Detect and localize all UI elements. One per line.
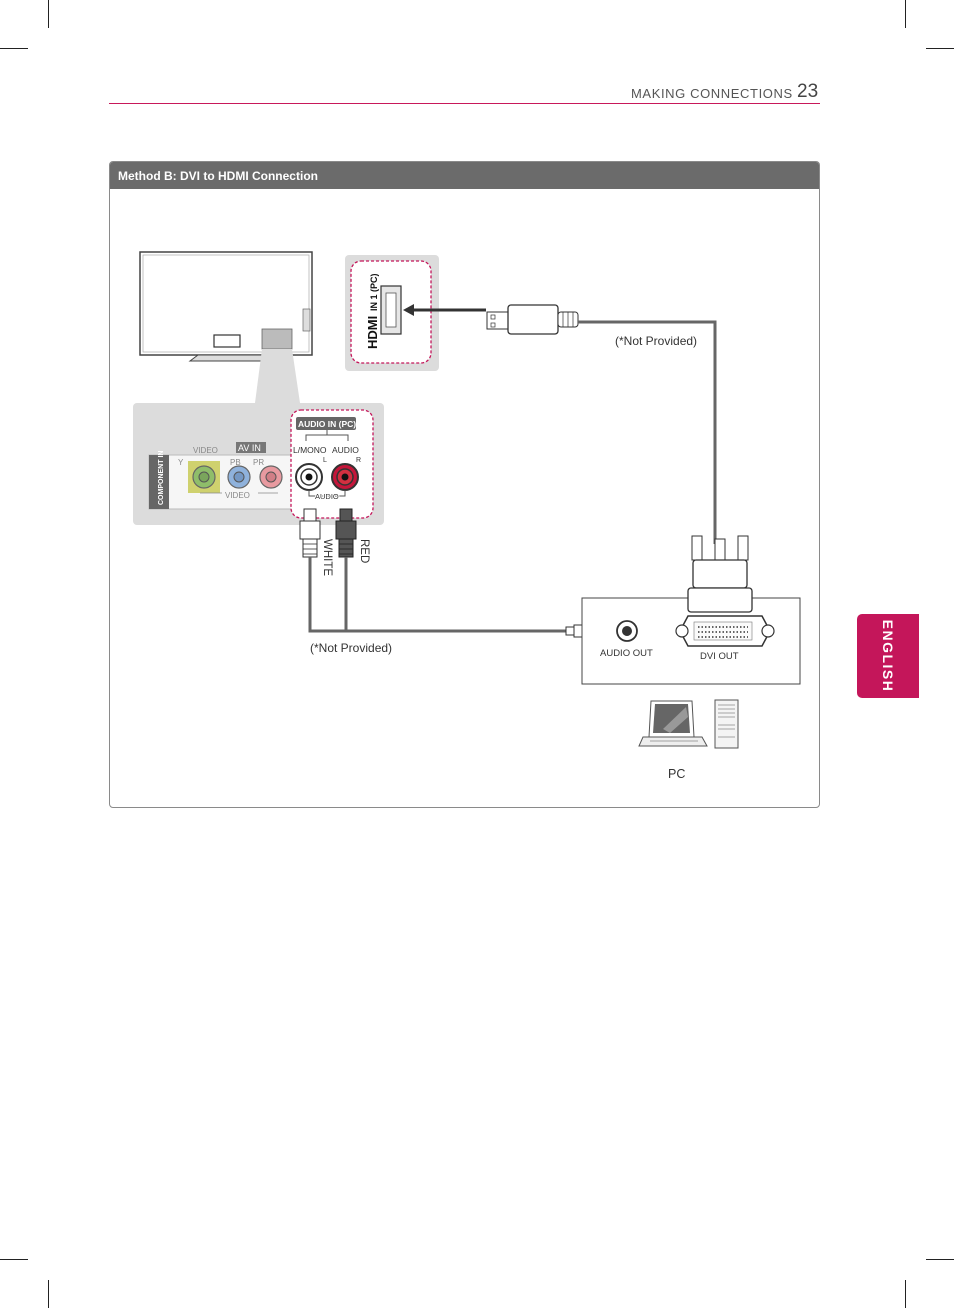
hdmi-port-label: IN 1 (PC) [369, 273, 379, 311]
av-in-label: AV IN [238, 443, 261, 453]
dvi-out-label: DVI OUT [700, 651, 739, 662]
crop-mark [48, 0, 49, 28]
panel-title: Method B: DVI to HDMI Connection [118, 169, 318, 183]
language-tab: ENGLISH [857, 614, 919, 698]
component-in-label: COMPONENT IN [158, 451, 165, 505]
not-provided-audio-label: (*Not Provided) [310, 641, 392, 655]
crop-mark [48, 1280, 49, 1308]
white-rca-plug [299, 508, 321, 558]
pc-label: PC [668, 767, 685, 781]
video-label-bottom: VIDEO [225, 491, 250, 500]
audio-right-label: AUDIO [332, 445, 359, 455]
not-provided-hdmi-label: (*Not Provided) [615, 334, 697, 348]
crop-mark [0, 48, 28, 49]
connection-diagram: HDMI IN 1 (PC) (*Not Provided) COMPONENT… [133, 251, 801, 781]
audio-in-pc-label: AUDIO IN (PC) [298, 419, 356, 429]
pb-label: PB [230, 458, 241, 467]
crop-mark [926, 1259, 954, 1260]
audio-label: AUDIO [315, 492, 339, 501]
l-label: L [323, 457, 327, 464]
hdmi-cable [403, 304, 717, 544]
y-label: Y [178, 458, 184, 467]
language-tab-label: ENGLISH [880, 619, 896, 693]
l-mono-label: L/MONO [293, 445, 327, 455]
method-b-panel: Method B: DVI to HDMI Connection HDMI IN… [109, 161, 820, 808]
crop-mark [926, 48, 954, 49]
tv-icon [139, 251, 313, 362]
hdmi-port-callout: HDMI IN 1 (PC) [345, 255, 439, 371]
audio-cable [308, 557, 621, 641]
pc-icon [638, 699, 739, 749]
header-rule [109, 103, 820, 104]
pr-label: PR [253, 458, 264, 467]
page-number: 23 [797, 81, 819, 102]
av-input-panel: COMPONENT IN VIDEO AV IN Y PB PR VIDEO A… [133, 403, 384, 525]
video-label-top: VIDEO [193, 446, 218, 455]
r-label: R [356, 457, 361, 464]
red-rca-plug [335, 508, 357, 558]
crop-mark [905, 0, 906, 28]
panel-header: Method B: DVI to HDMI Connection [110, 162, 819, 189]
section-title: MAKING CONNECTIONS [631, 86, 793, 101]
audio-out-label: AUDIO OUT [600, 648, 653, 659]
hdmi-logo: HDMI [365, 316, 380, 349]
crop-mark [905, 1280, 906, 1308]
white-label: WHITE [321, 539, 333, 576]
dvi-connector [687, 535, 753, 613]
red-label: RED [358, 539, 370, 563]
crop-mark [0, 1259, 28, 1260]
